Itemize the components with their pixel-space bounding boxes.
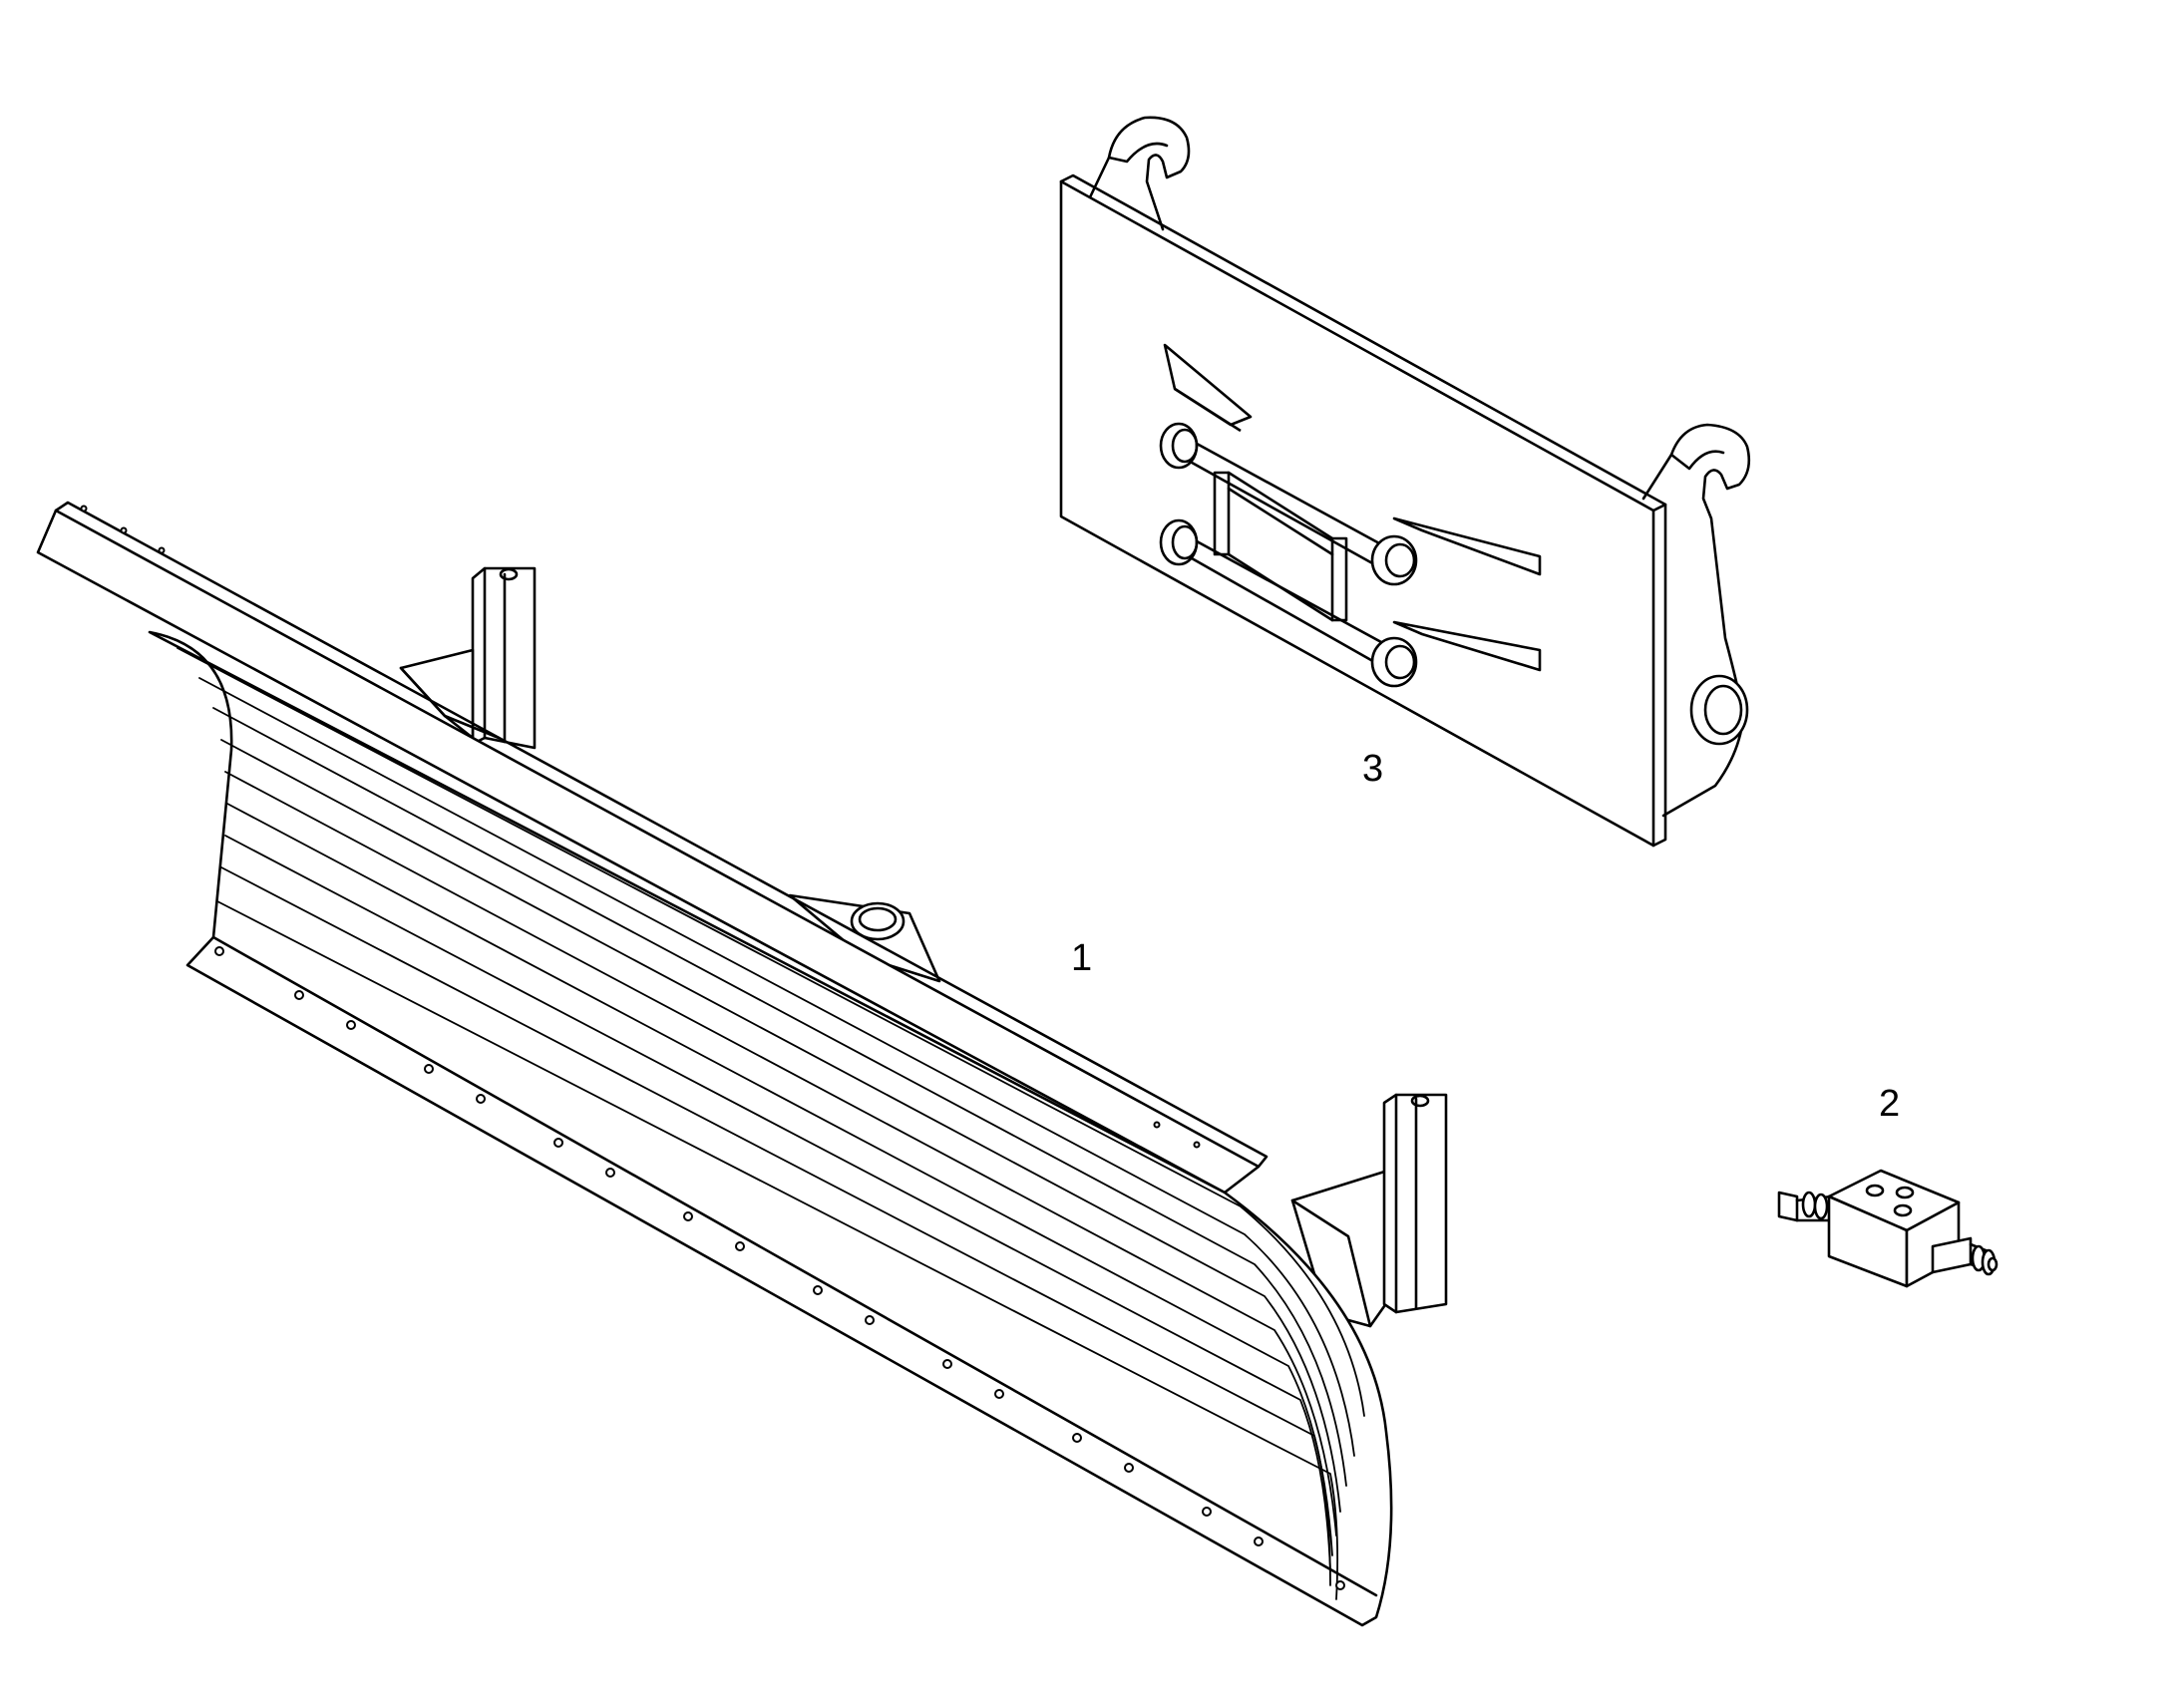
- callout-part-1: 1: [1071, 937, 1093, 979]
- mounting-plate: [1059, 116, 1751, 848]
- plow-blade: [36, 501, 1448, 1627]
- callout-part-2: 2: [1879, 1083, 1901, 1125]
- callout-part-3: 3: [1362, 748, 1384, 790]
- valve-block: [1777, 1169, 1998, 1288]
